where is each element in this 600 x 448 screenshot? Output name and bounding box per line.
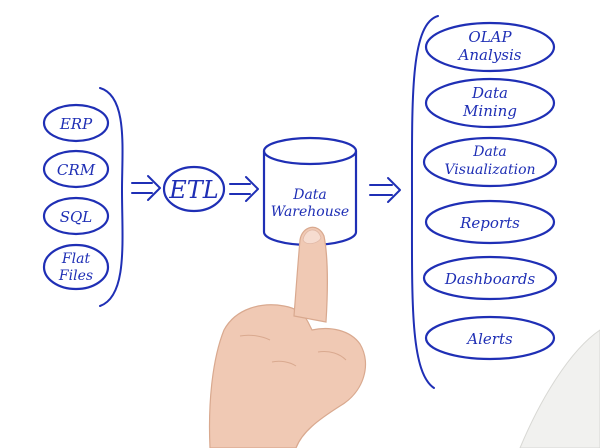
output-node-outline xyxy=(422,255,558,301)
output-node-outline xyxy=(424,21,556,73)
output-label: Dashboards xyxy=(444,270,536,288)
source-node-sql: SQL xyxy=(42,196,110,236)
output-node-data-visualization: Data Visualization xyxy=(422,136,558,188)
output-node-outline xyxy=(422,136,558,188)
output-label-line1: Data xyxy=(471,84,508,102)
pointing-hand-icon xyxy=(208,226,600,448)
output-node-dashboards: Dashboards xyxy=(422,255,558,301)
output-node-outline xyxy=(424,315,556,361)
output-label-line2: Analysis xyxy=(457,46,522,64)
source-node-outline xyxy=(42,103,110,143)
source-node-outline xyxy=(42,243,110,291)
sources-bracket xyxy=(99,87,124,307)
hand-palm-shape xyxy=(208,304,367,448)
warehouse-label-line2: Warehouse xyxy=(271,204,349,220)
sleeve-shape xyxy=(519,329,600,448)
data-warehouse-cylinder: Data Warehouse xyxy=(262,136,358,247)
etl-label: ETL xyxy=(168,176,218,204)
output-label-line2: Visualization xyxy=(444,162,535,178)
output-label-line1: OLAP xyxy=(468,28,512,46)
source-node-outline xyxy=(42,149,110,189)
outputs-bracket xyxy=(410,15,439,389)
source-label: SQL xyxy=(60,208,93,226)
source-node-crm: CRM xyxy=(42,149,110,189)
output-node-reports: Reports xyxy=(424,199,556,245)
hand-knuckle-lines xyxy=(239,334,347,367)
output-label-line1: Data xyxy=(472,144,507,160)
source-label: ERP xyxy=(59,115,93,133)
source-label-line1: Flat xyxy=(61,251,91,267)
output-node-outline xyxy=(424,199,556,245)
hand-index-finger-shape xyxy=(293,226,328,323)
source-label-line2: Files xyxy=(58,268,93,284)
hand-fingernail-shape xyxy=(302,229,322,244)
output-label: Reports xyxy=(459,214,520,232)
source-node-erp: ERP xyxy=(42,103,110,143)
output-node-data-mining: Data Mining xyxy=(424,77,556,129)
arrow-warehouse-to-outputs-icon xyxy=(369,177,401,203)
output-node-olap-analysis: OLAP Analysis xyxy=(424,21,556,73)
source-node-outline xyxy=(42,196,110,236)
cylinder-top xyxy=(262,136,358,166)
output-node-outline xyxy=(424,77,556,129)
warehouse-label-line1: Data xyxy=(292,187,327,203)
source-label: CRM xyxy=(57,161,96,179)
output-node-alerts: Alerts xyxy=(424,315,556,361)
arrow-sources-to-etl-icon xyxy=(131,175,161,201)
output-label: Alerts xyxy=(465,330,513,348)
etl-node-outline xyxy=(162,165,226,213)
arrow-etl-to-warehouse-icon xyxy=(229,176,259,202)
output-label-line2: Mining xyxy=(462,102,517,120)
etl-node: ETL xyxy=(162,165,226,213)
source-node-flat-files: Flat Files xyxy=(42,243,110,291)
